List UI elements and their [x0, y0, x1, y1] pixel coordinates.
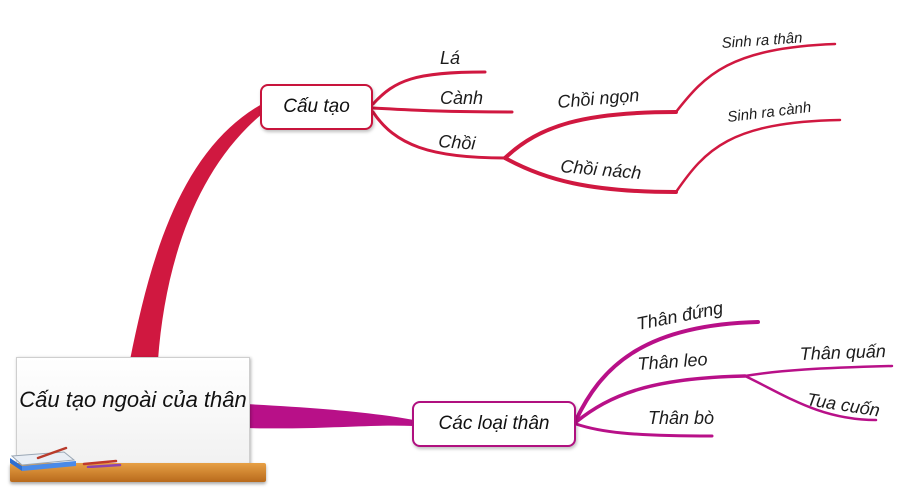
topic-structure-label: Cấu tạo	[283, 96, 350, 118]
connector-sinh-ra-canh	[676, 120, 840, 192]
label-choi-nach: Chồi nách	[560, 156, 642, 183]
topic-stem-types[interactable]: Các loại thân	[412, 401, 576, 447]
label-than-dung: Thân đứng	[635, 298, 725, 334]
pencils-icon	[82, 458, 122, 468]
topic-structure[interactable]: Cấu tạo	[260, 84, 373, 130]
paper-tray-icon	[8, 446, 78, 472]
connector-sinh-ra-than	[676, 44, 835, 112]
label-canh: Cành	[440, 88, 483, 108]
branch-types-trunk	[246, 404, 414, 428]
connector-than-quan	[745, 366, 892, 376]
topic-stem-types-label: Các loại thân	[439, 413, 550, 435]
connector-choi-ngon	[505, 112, 676, 158]
label-than-bo: Thân bò	[648, 408, 714, 428]
connector-canh	[373, 108, 512, 112]
label-choi: Chồi	[438, 131, 477, 154]
label-la: Lá	[440, 48, 460, 68]
label-than-leo: Thân leo	[637, 349, 708, 374]
label-choi-ngon: Chồi ngọn	[557, 85, 641, 112]
branch-structure-trunk	[130, 104, 262, 360]
central-topic-label: Cấu tạo ngoài của thân	[17, 386, 249, 414]
label-than-quan: Thân quấn	[799, 341, 886, 364]
